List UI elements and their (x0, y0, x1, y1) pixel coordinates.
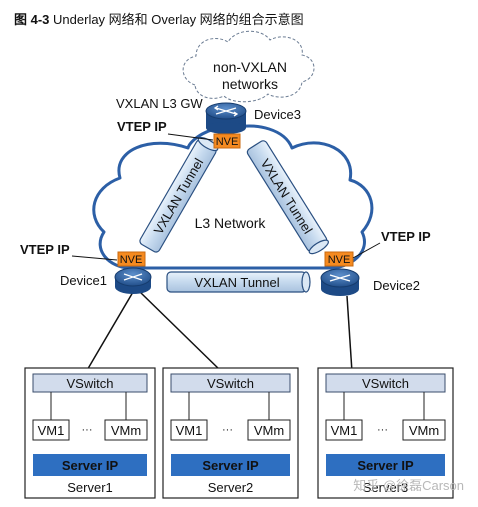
vm-ellipsis: ··· (82, 424, 93, 436)
vswitch-box (170, 373, 291, 393)
nve-label-device1: NVE (120, 254, 143, 266)
server-ip-bar (171, 454, 290, 476)
vmm-box (104, 419, 148, 441)
nve-badge-device3 (213, 133, 241, 149)
router-arrows-icon (329, 274, 351, 282)
figure-number: 图 4-3 (14, 12, 50, 27)
vm1-label: VM1 (38, 423, 65, 438)
vm-ellipsis: ··· (222, 424, 233, 436)
vmm-label: VMm (254, 423, 284, 438)
vswitch-label: VSwitch (362, 376, 409, 391)
watermark: 知乎 @徐磊Carson (353, 478, 464, 493)
vm1-box (32, 419, 70, 441)
vtep-label-device3: VTEP IP (117, 119, 167, 134)
device2: NVE (320, 251, 360, 296)
vtep-label-device2: VTEP IP (381, 229, 431, 244)
nve-label-device2: NVE (328, 254, 351, 266)
vm1-label: VM1 (331, 423, 358, 438)
device3-name: Device3 (254, 107, 301, 122)
nve-badge-device2 (324, 251, 354, 267)
server-name: Server1 (67, 480, 113, 495)
server-ip-label: Server IP (202, 458, 259, 473)
link-device2-server3 (346, 295, 353, 373)
nve-badge-device1 (117, 251, 146, 267)
vmm-box (247, 419, 291, 441)
vmm-label: VMm (111, 423, 141, 438)
vtep-pointer-device1 (71, 255, 118, 261)
vtep-pointer-device3 (167, 133, 214, 141)
link-device1-server1 (85, 291, 134, 373)
device3: NVE (205, 102, 247, 149)
device1: NVE (114, 251, 152, 294)
router-arrows-icon (213, 105, 239, 117)
server-ip-bar (326, 454, 445, 476)
link-device1-server2 (139, 291, 223, 373)
nve-label-device3: NVE (216, 136, 239, 148)
tunnel-right: VXLAN Tunnel (246, 140, 329, 255)
vswitch-label: VSwitch (67, 376, 114, 391)
vm1-box (325, 419, 363, 441)
vm-ellipsis: ··· (377, 424, 388, 436)
figure-caption: Underlay 网络和 Overlay 网络的组合示意图 (53, 12, 304, 27)
server-name: Server2 (208, 480, 254, 495)
device2-name: Device2 (373, 278, 420, 293)
vswitch-box (325, 373, 446, 393)
vm1-box (170, 419, 208, 441)
router-arrows-icon (123, 273, 143, 281)
gateway-label: VXLAN L3 GW (116, 96, 203, 111)
server-name: Server3 (363, 480, 409, 495)
tunnel-bottom-label: VXLAN Tunnel (194, 275, 279, 290)
tunnel-left: VXLAN Tunnel (139, 136, 219, 253)
vtep-label-device1: VTEP IP (20, 242, 70, 257)
tunnel-right-label: VXLAN Tunnel (258, 156, 316, 236)
vswitch-label: VSwitch (207, 376, 254, 391)
cloud-line1: non-VXLAN (213, 59, 287, 75)
vtep-pointer-device2 (352, 242, 381, 259)
vswitch-box (32, 373, 148, 393)
vmm-box (402, 419, 446, 441)
vmm-label: VMm (409, 423, 439, 438)
cloud-line2: networks (222, 76, 278, 92)
server-ip-label: Server IP (62, 458, 119, 473)
non-vxlan-cloud (182, 30, 315, 103)
l3-network-cloud (92, 124, 374, 270)
server-ip-label: Server IP (357, 458, 414, 473)
figure-title: 图 4-3 Underlay 网络和 Overlay 网络的组合示意图 (14, 9, 304, 28)
device1-name: Device1 (60, 273, 107, 288)
vm1-label: VM1 (176, 423, 203, 438)
l3-network-label: L3 Network (195, 215, 267, 231)
tunnel-bottom: VXLAN Tunnel (166, 271, 311, 293)
server-ip-bar (33, 454, 147, 476)
